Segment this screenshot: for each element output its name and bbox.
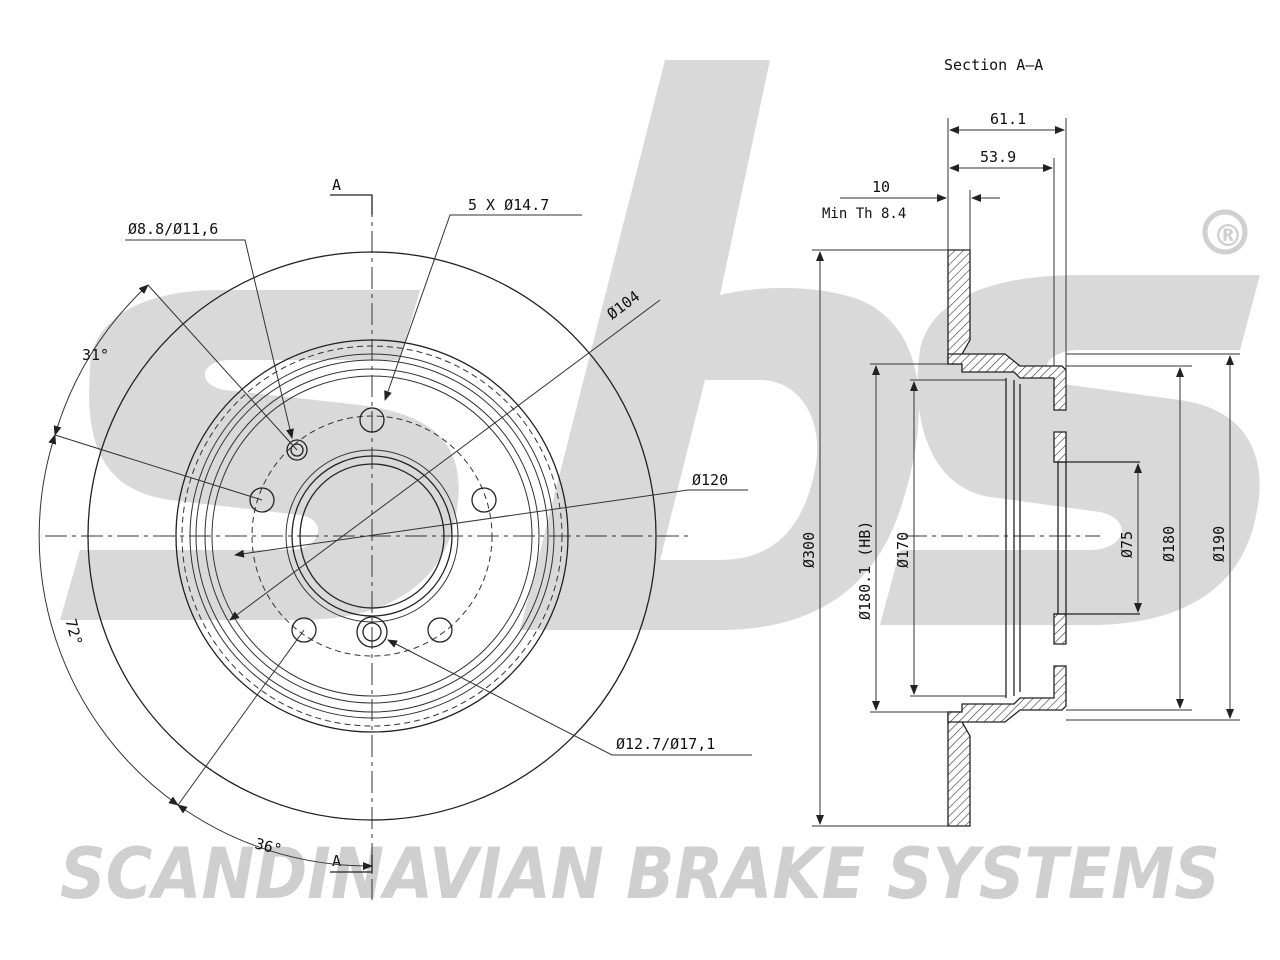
label-angle-31: 31° [82,346,109,364]
friction-ring-upper [947,249,971,365]
label-angle-72: 72° [62,617,86,648]
leader-small-hole [125,239,294,439]
hat-ring-4 [211,375,533,697]
label-hb-dia: Ø180.1 (HB) [856,521,874,620]
label-170: Ø170 [894,532,912,568]
section-view: Section A–A [800,56,1240,827]
angle-line-72 [177,629,305,806]
angle-arc-36 [177,804,373,871]
leader-hub-dia [234,489,748,558]
label-hat-height: 53.9 [980,148,1016,166]
section-arrow-top [330,194,373,215]
wheel-hole-inner [362,622,382,642]
angle-line-31-a [147,284,298,451]
label-180: Ø180 [1160,526,1178,562]
hat-ring-1 [189,353,555,719]
hat-lower [947,665,1067,723]
company-name-watermark: SCANDINAVIAN BRAKE SYSTEMS [60,833,1220,915]
label-center-bore: Ø75 [1118,531,1136,558]
label-bolt-holes: 5 X Ø14.7 [468,196,549,214]
label-outer-dia: Ø300 [800,532,818,568]
label-total-height: 61.1 [990,110,1026,128]
label-small-hole: Ø8.8/Ø11,6 [128,220,218,238]
hub-face-lower [1053,613,1067,645]
leader-pcd [229,299,661,621]
hat-ring-3 [204,368,540,704]
bolt-hole-5 [249,487,275,513]
pitch-circle [251,415,493,657]
section-marker-bottom: A [332,852,341,870]
section-title: Section A–A [944,56,1043,74]
bolt-hole-1 [359,407,385,433]
leader-wheel-hole [387,639,752,756]
wheel-hole-outer [356,616,388,648]
label-wheel-hole: Ø12.7/Ø17,1 [616,735,715,753]
small-hole-outer [286,439,308,461]
friction-ring-lower [947,711,971,827]
angle-arc-31 [53,284,149,436]
watermark-letter-s-right [880,275,1260,625]
hub-face-upper [1053,431,1067,463]
bolt-hole-3 [427,617,453,643]
bolt-hole-4 [291,617,317,643]
label-190: Ø190 [1210,526,1228,562]
leader-bolt-holes [384,214,582,401]
bolt-hole-2 [471,487,497,513]
hub-face-outer [291,455,453,617]
hat-upper [947,353,1067,411]
label-thickness: 10 [872,178,890,196]
angle-arc-72 [38,434,179,806]
registered-mark: ® [1213,219,1243,254]
small-hole-inner [290,443,304,457]
front-view: A A 5 X Ø14.7 Ø8.8/Ø11,6 Ø104 Ø120 Ø12.7… [38,176,752,900]
label-min-thickness: Min Th 8.4 [822,206,906,222]
friction-ring-dashed [181,345,563,727]
center-bore [299,463,445,609]
registered-mark-ring [1202,209,1248,255]
hub-face-ring [285,449,459,623]
section-marker-top: A [332,176,341,194]
hat-ring-2 [195,359,549,713]
label-hub-dia: Ø120 [692,471,728,489]
